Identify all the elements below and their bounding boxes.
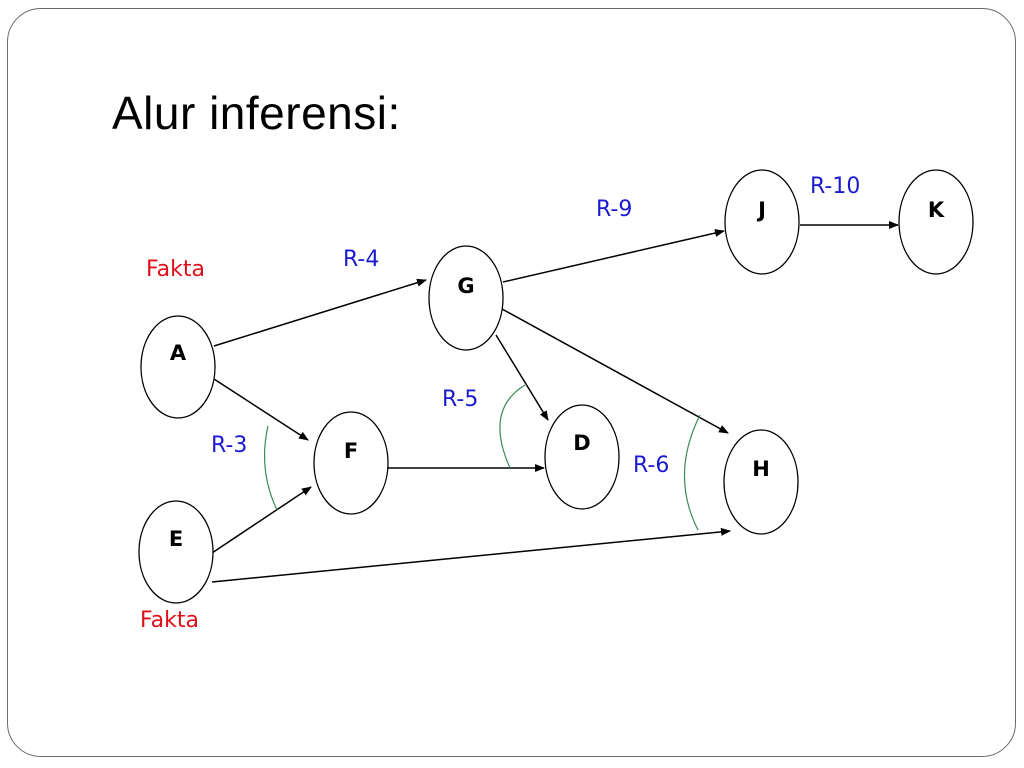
edge-e-f [211, 486, 312, 554]
node-f-label: F [344, 439, 358, 463]
edge-g-d [495, 334, 549, 421]
node-h: H [723, 429, 799, 535]
node-g: G [428, 245, 504, 351]
node-f: F [313, 411, 389, 515]
fact-label-bottom: Fakta [140, 608, 199, 633]
edge-a-g [213, 278, 427, 347]
node-e: E [138, 500, 214, 604]
node-j: J [724, 169, 800, 275]
rule-arc-r5 [499, 384, 526, 469]
rule-label-r5: R-5 [442, 387, 478, 412]
node-g-label: G [457, 274, 474, 298]
slide-title: Alur inferensi: [112, 87, 401, 139]
edge-g-j [502, 229, 725, 283]
rule-label-r4: R-4 [343, 247, 379, 272]
node-h-label: H [752, 457, 770, 481]
fact-label-top: Fakta [146, 257, 205, 282]
edge-g-h [501, 308, 729, 434]
node-e-label: E [169, 527, 183, 551]
node-d: D [544, 404, 620, 510]
node-a-label: A [170, 341, 187, 365]
node-k-label: K [928, 198, 945, 222]
edge-a-f [213, 378, 309, 441]
rule-arc-r3 [264, 425, 278, 511]
node-j-label: J [756, 198, 766, 222]
node-a: A [140, 315, 216, 419]
rule-label-r9: R-9 [596, 197, 632, 222]
rule-arc-r6 [683, 414, 701, 531]
rule-label-r3: R-3 [211, 433, 247, 458]
edge-e-h [211, 527, 731, 583]
rule-label-r6: R-6 [633, 453, 669, 478]
node-d-label: D [573, 431, 590, 455]
node-k: K [898, 169, 974, 275]
rule-label-r10: R-10 [810, 174, 860, 199]
